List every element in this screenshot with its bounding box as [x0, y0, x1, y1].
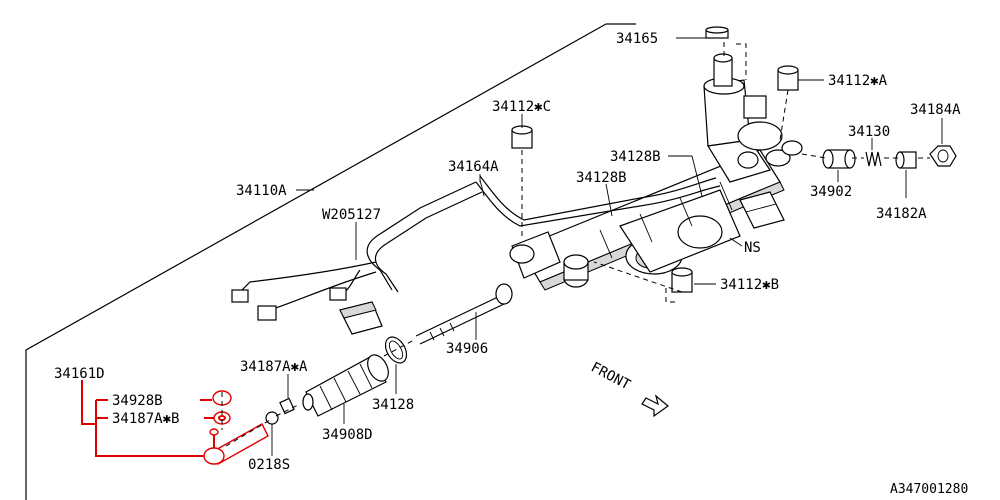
label-34187a-star-a: 34187A✱A [240, 359, 308, 375]
label-34187a-star-b: 34187A✱B [112, 411, 179, 427]
label-34906: 34906 [446, 341, 488, 357]
label-34182a: 34182A [876, 206, 927, 222]
steering-rack-housing [509, 53, 803, 291]
part-labels: 34165 34112✱A 34184A 34112✱C 34130 34128… [54, 31, 968, 497]
nut-34184A [929, 145, 957, 167]
front-arrow [641, 394, 669, 418]
label-34161d: 34161D [54, 366, 105, 382]
label-34902: 34902 [810, 184, 852, 200]
small-hardware [265, 397, 295, 425]
spring-34130 [865, 151, 882, 167]
label-34112-star-b: 34112✱B [720, 277, 779, 293]
ns-label: NS [744, 240, 761, 256]
wiring-harness [231, 261, 383, 335]
label-w205127: W205127 [322, 207, 381, 223]
label-34128b-mid: 34128B [576, 170, 627, 186]
front-label: FRONT [588, 359, 633, 393]
plug-34182A [895, 151, 917, 169]
seal-34902 [822, 149, 856, 169]
reference-code: A347001280 [890, 482, 968, 497]
guide-lines [221, 42, 930, 447]
label-34110a: 34110A [236, 183, 287, 199]
label-34130: 34130 [848, 124, 890, 140]
inner-tie-rod [415, 283, 513, 345]
highlight-bracket [81, 380, 214, 457]
label-34164a: 34164A [448, 159, 499, 175]
label-0218s: 0218S [248, 457, 290, 473]
bellows-boot [302, 354, 389, 417]
label-34128b-top: 34128B [610, 149, 661, 165]
leader-lines [271, 37, 943, 456]
mount-bushing-b [671, 267, 693, 293]
mount-bushing-a [777, 65, 799, 91]
label-34908d: 34908D [322, 427, 373, 443]
label-34112-star-a: 34112✱A [828, 73, 888, 89]
label-34184a: 34184A [910, 102, 961, 118]
label-34928b: 34928B [112, 393, 163, 409]
cap-34165 [705, 26, 729, 39]
label-34128: 34128 [372, 397, 414, 413]
label-34112-star-c: 34112✱C [492, 99, 551, 115]
label-34165: 34165 [616, 31, 658, 47]
assembly-frame [25, 23, 636, 500]
outer-tie-rod-end [203, 390, 269, 465]
mount-bushing-c [511, 125, 533, 149]
